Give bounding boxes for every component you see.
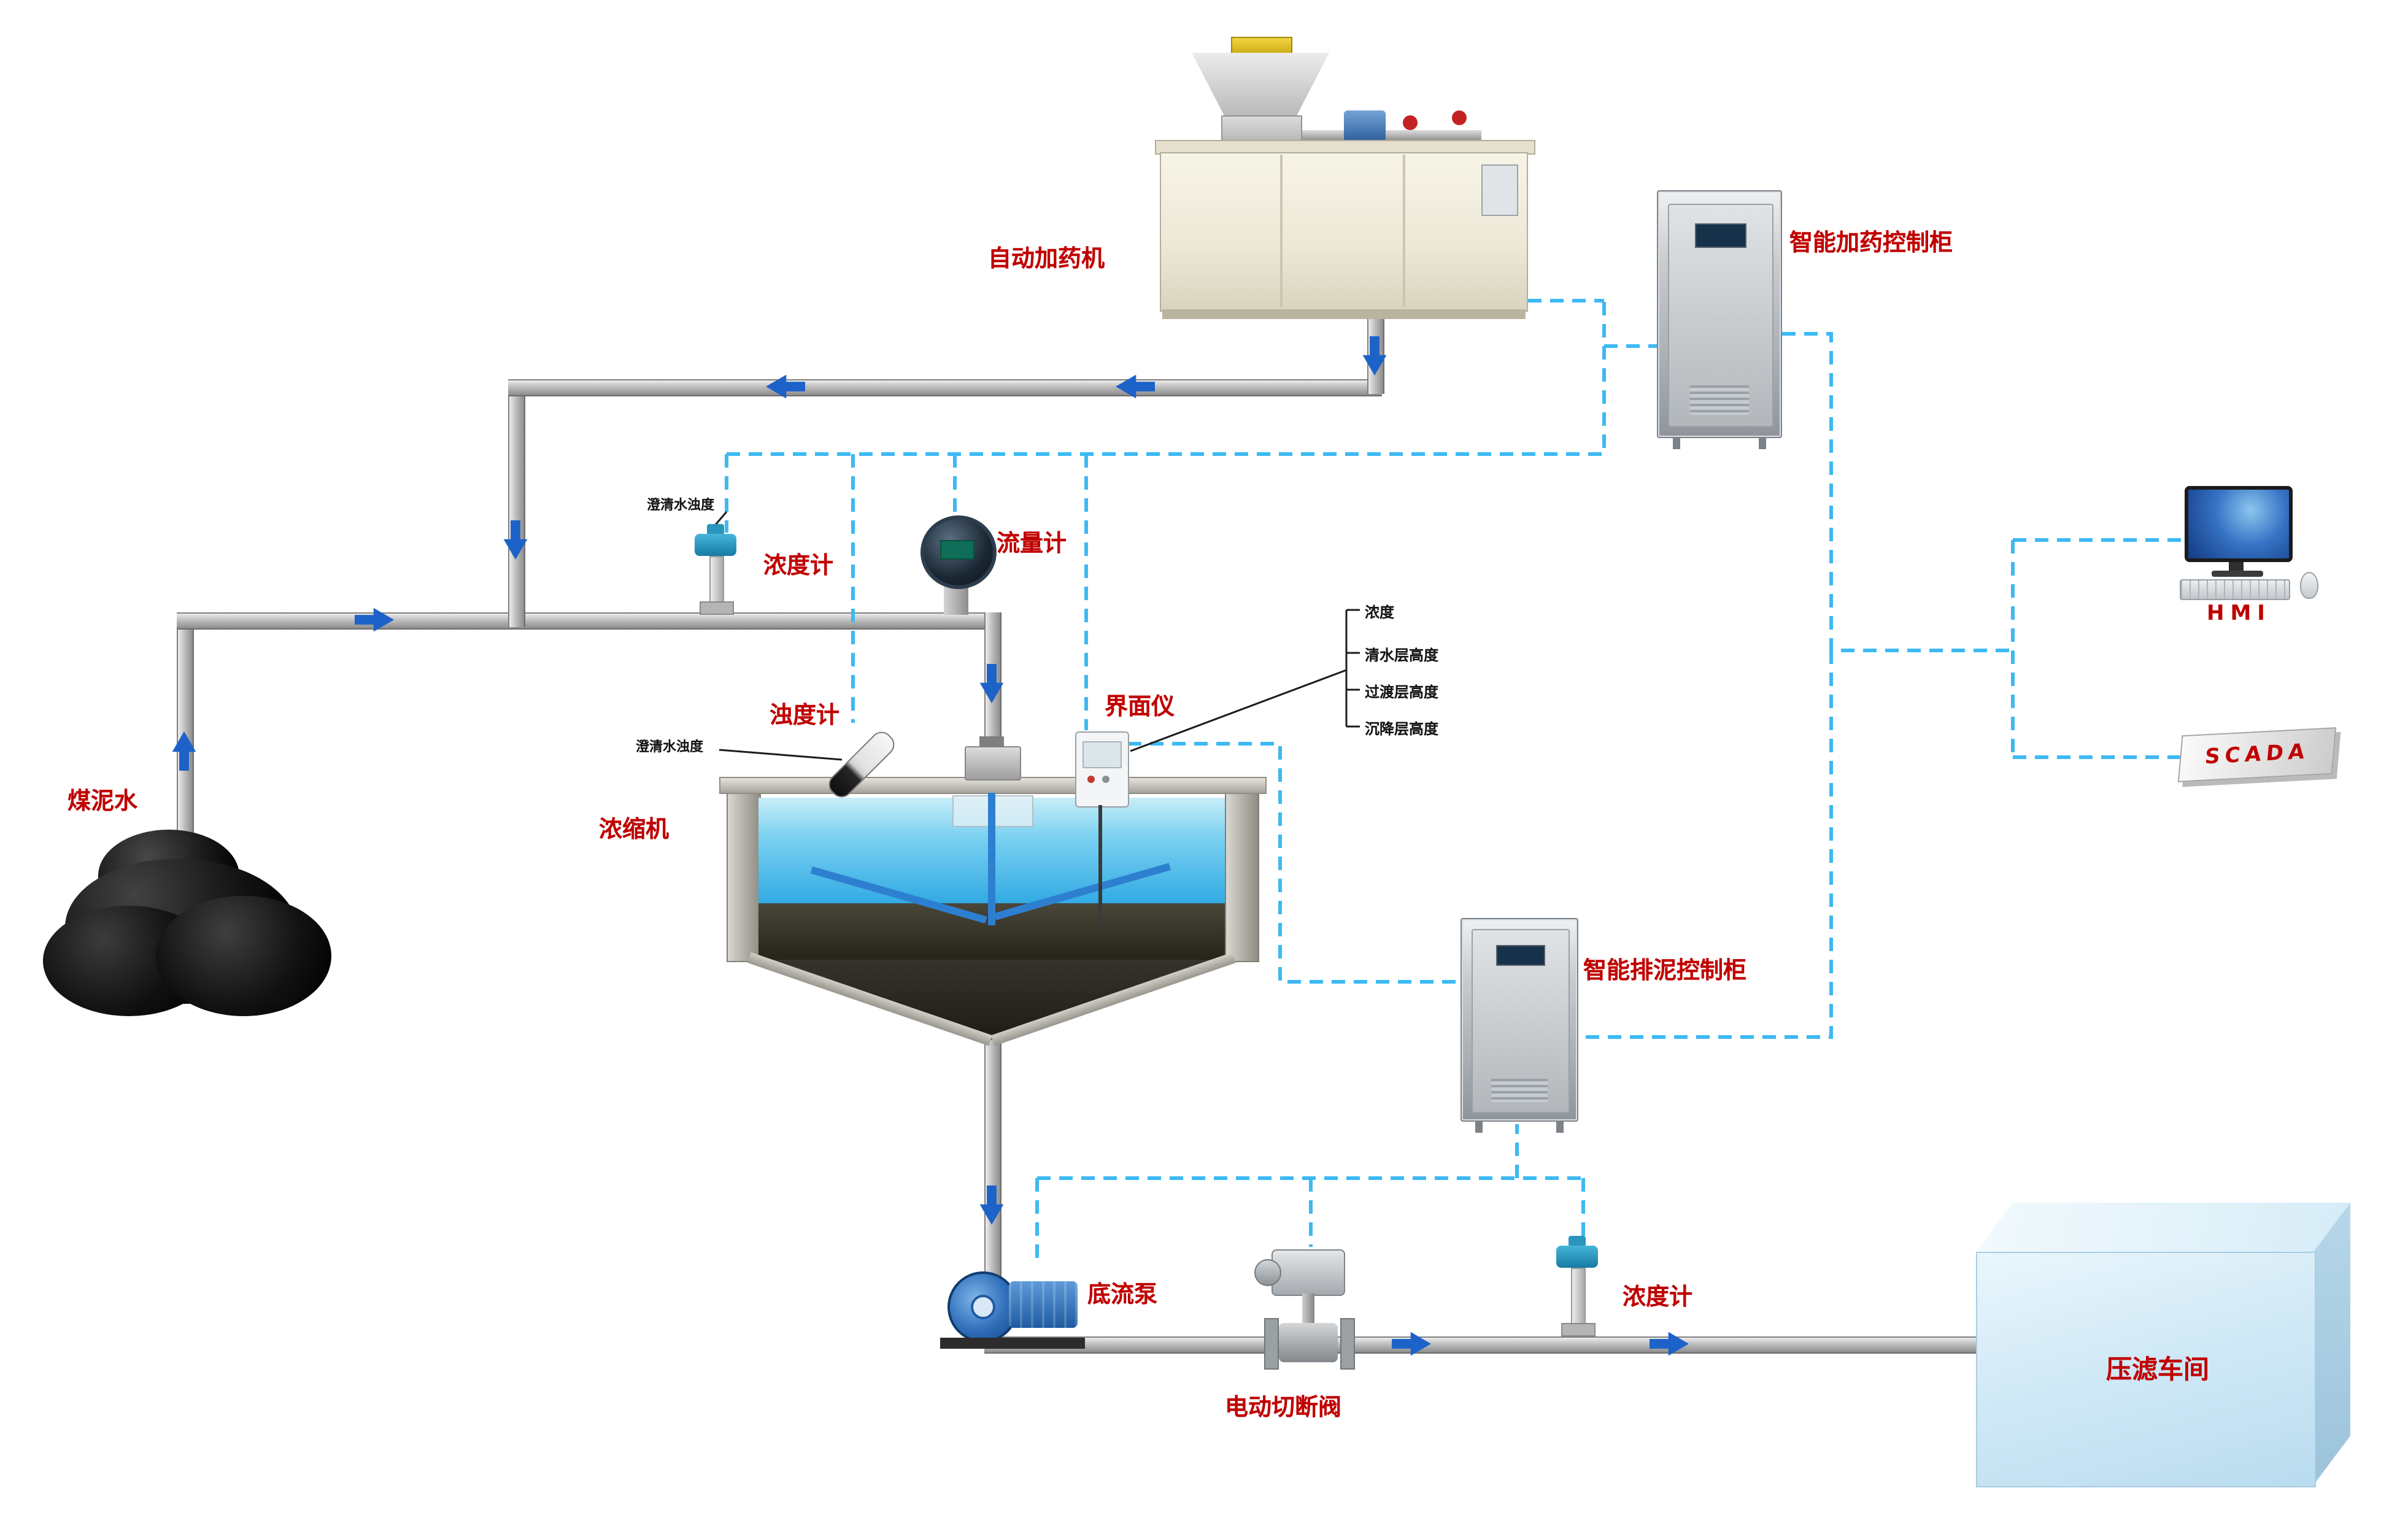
label-clarified-turbidity-mid: 澄清水浊度: [636, 739, 703, 755]
cabinet-vent: [1491, 1078, 1548, 1103]
scada-sign: SCADA: [2177, 727, 2337, 782]
pointer-clarified-mid: [719, 749, 843, 761]
interface-meter-screen: [1082, 741, 1122, 768]
valve-flange: [1264, 1318, 1279, 1370]
label-sludge-cabinet: 智能排泥控制柜: [1583, 957, 1747, 984]
rake-drive-motor: [965, 746, 1021, 781]
underflow-pump-hub: [971, 1295, 995, 1319]
machine-valve-icon: [1452, 110, 1467, 125]
label-underflow-pump: 底流泵: [1087, 1281, 1158, 1308]
label-reading-settling-layer: 沉降层高度: [1365, 720, 1439, 738]
hmi-mouse: [2300, 572, 2318, 599]
hmi-base: [2212, 571, 2263, 577]
density-meter-top: [695, 534, 736, 556]
pointer-interface-bracket: [1130, 609, 1360, 752]
signal-instrument-bus: [725, 299, 1659, 730]
thickener-wall-left: [727, 790, 761, 962]
label-turbidity-meter: 浊度计: [770, 702, 840, 729]
dosing-machine: [1155, 37, 1535, 322]
valve-body: [1279, 1323, 1338, 1362]
hmi-monitor: [2185, 486, 2293, 562]
scada-label: SCADA: [2204, 739, 2310, 770]
machine-seam: [1403, 155, 1405, 307]
label-hmi: HMI: [2207, 601, 2271, 626]
hmi-keyboard: [2180, 579, 2290, 600]
sludge-control-cabinet: [1461, 918, 1578, 1133]
machine-seam: [1280, 155, 1283, 307]
pipe-dosing-line: [508, 379, 1382, 396]
signal-cabinet-hmi-scada: [1578, 332, 2183, 1039]
density-meter-top-flange: [700, 601, 734, 615]
label-reading-transition-layer: 过渡层高度: [1365, 684, 1439, 701]
interface-meter-probe: [1098, 805, 1102, 930]
filter-press-side: [2313, 1203, 2350, 1485]
coal-pile-image: [43, 820, 331, 1022]
cabinet-screen: [1695, 223, 1746, 248]
pipe-dosing-drop: [508, 379, 525, 627]
machine-control-panel: [1481, 164, 1518, 216]
underflow-pump-motor: [1009, 1281, 1078, 1328]
density-meter-top-stem: [709, 556, 724, 607]
label-dosing-machine: 自动加药机: [988, 245, 1105, 272]
interface-meter-button: [1087, 776, 1095, 783]
flow-meter-display: [940, 540, 974, 560]
interface-meter-button: [1102, 776, 1109, 783]
rake-shaft: [988, 793, 995, 925]
dosing-control-cabinet: [1657, 190, 1782, 449]
label-density-meter-top: 浓度计: [763, 552, 834, 579]
machine-body: [1160, 152, 1528, 312]
valve-actuator: [1272, 1249, 1345, 1296]
label-density-meter-bottom: 浓度计: [1623, 1284, 1693, 1311]
label-coal-slurry: 煤泥水: [68, 788, 138, 815]
valve-stem: [1302, 1294, 1314, 1325]
cabinet-leg: [1475, 1120, 1483, 1133]
cabinet-leg: [1673, 437, 1680, 449]
thickener-cone: [758, 960, 1225, 1040]
filter-press-roof: [1976, 1203, 2350, 1252]
cabinet-screen: [1496, 945, 1545, 966]
label-reading-clear-layer: 清水层高度: [1365, 647, 1439, 664]
label-clarified-turbidity-top: 澄清水浊度: [647, 497, 714, 513]
label-interface-meter: 界面仪: [1105, 693, 1175, 720]
coal-mound: [156, 896, 331, 1016]
valve-actuator-motor: [1254, 1259, 1281, 1286]
hmi-stand: [2229, 562, 2244, 571]
hopper: [1192, 53, 1329, 117]
cabinet-vent: [1690, 385, 1749, 415]
label-filter-press: 压滤车间: [2106, 1355, 2209, 1384]
pipe-to-filter-press: [984, 1336, 1982, 1354]
label-flow-meter: 流量计: [997, 530, 1067, 557]
rake-drive-cap: [979, 736, 1004, 747]
pipe-coal-riser: [177, 612, 194, 865]
density-meter-bottom-flange: [1561, 1323, 1596, 1336]
density-meter-bottom: [1556, 1246, 1598, 1268]
machine-top-pipe: [1302, 130, 1481, 140]
underflow-pump-base: [940, 1338, 1085, 1349]
machine-valve-icon: [1403, 115, 1418, 130]
cabinet-leg: [1556, 1120, 1564, 1133]
cabinet-leg: [1759, 437, 1766, 449]
density-meter-bottom-stem: [1571, 1268, 1586, 1329]
label-dosing-cabinet: 智能加药控制柜: [1789, 229, 1953, 256]
valve-flange: [1340, 1318, 1355, 1370]
label-electric-valve: 电动切断阀: [1225, 1394, 1342, 1421]
pipe-main-feed: [177, 612, 999, 630]
machine-base: [1162, 309, 1526, 319]
label-thickener: 浓缩机: [599, 816, 670, 843]
label-reading-concentration: 浓度: [1365, 604, 1395, 621]
signal-bottom-loop: [1035, 1124, 1585, 1264]
machine-motor: [1344, 110, 1386, 142]
filter-press-front: [1976, 1252, 2316, 1487]
thickener-wall-right: [1225, 790, 1259, 962]
